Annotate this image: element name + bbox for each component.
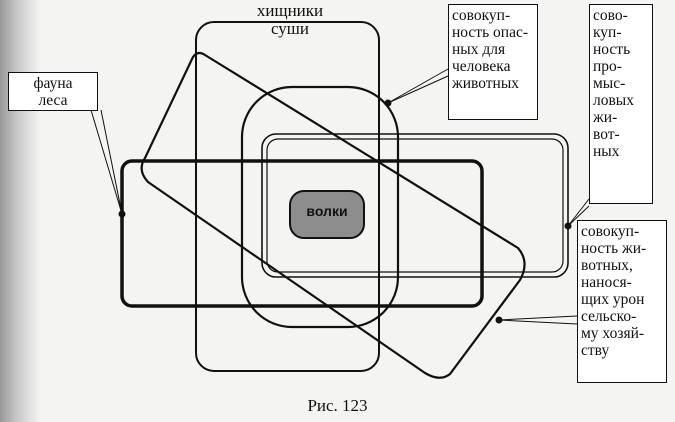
leader-commercial	[567, 198, 590, 227]
leader-harmful-2	[498, 319, 578, 325]
leader-dot-harmful	[495, 316, 503, 324]
figure-caption: Рис. 123	[307, 396, 368, 415]
harmful-animals-label: совокуп- ность жи- вотных, нанося- щих у…	[577, 220, 667, 383]
leader-forest	[90, 109, 123, 215]
leader-forest-2	[100, 109, 123, 215]
leader-dot-commercial	[564, 222, 572, 230]
dangerous-animals-label: совокуп- ность опас- ных для человека жи…	[448, 4, 538, 120]
leader-dangerous	[387, 68, 449, 104]
leader-harmful	[498, 315, 578, 321]
forest-fauna-set	[120, 159, 484, 308]
predators-label: хищники суши	[256, 1, 324, 38]
scan-shadow	[0, 0, 40, 422]
commercial-animals-label: сово- куп- ность про- мыс- ловых жи- вот…	[589, 4, 653, 204]
forest-fauna-label: фауна леса	[8, 72, 98, 111]
commercial-set-inner	[266, 138, 564, 273]
leader-dot-dangerous	[384, 99, 392, 107]
dangerous-set	[240, 85, 400, 329]
predators-set	[195, 21, 380, 372]
leader-dot-forest	[118, 210, 126, 218]
leader-commercial-2	[567, 205, 590, 227]
wolves-set	[289, 190, 365, 239]
commercial-set-outer	[261, 133, 569, 278]
wolves-label: волки	[306, 203, 348, 219]
leader-dangerous-2	[387, 75, 449, 104]
harmful-set	[140, 51, 526, 379]
